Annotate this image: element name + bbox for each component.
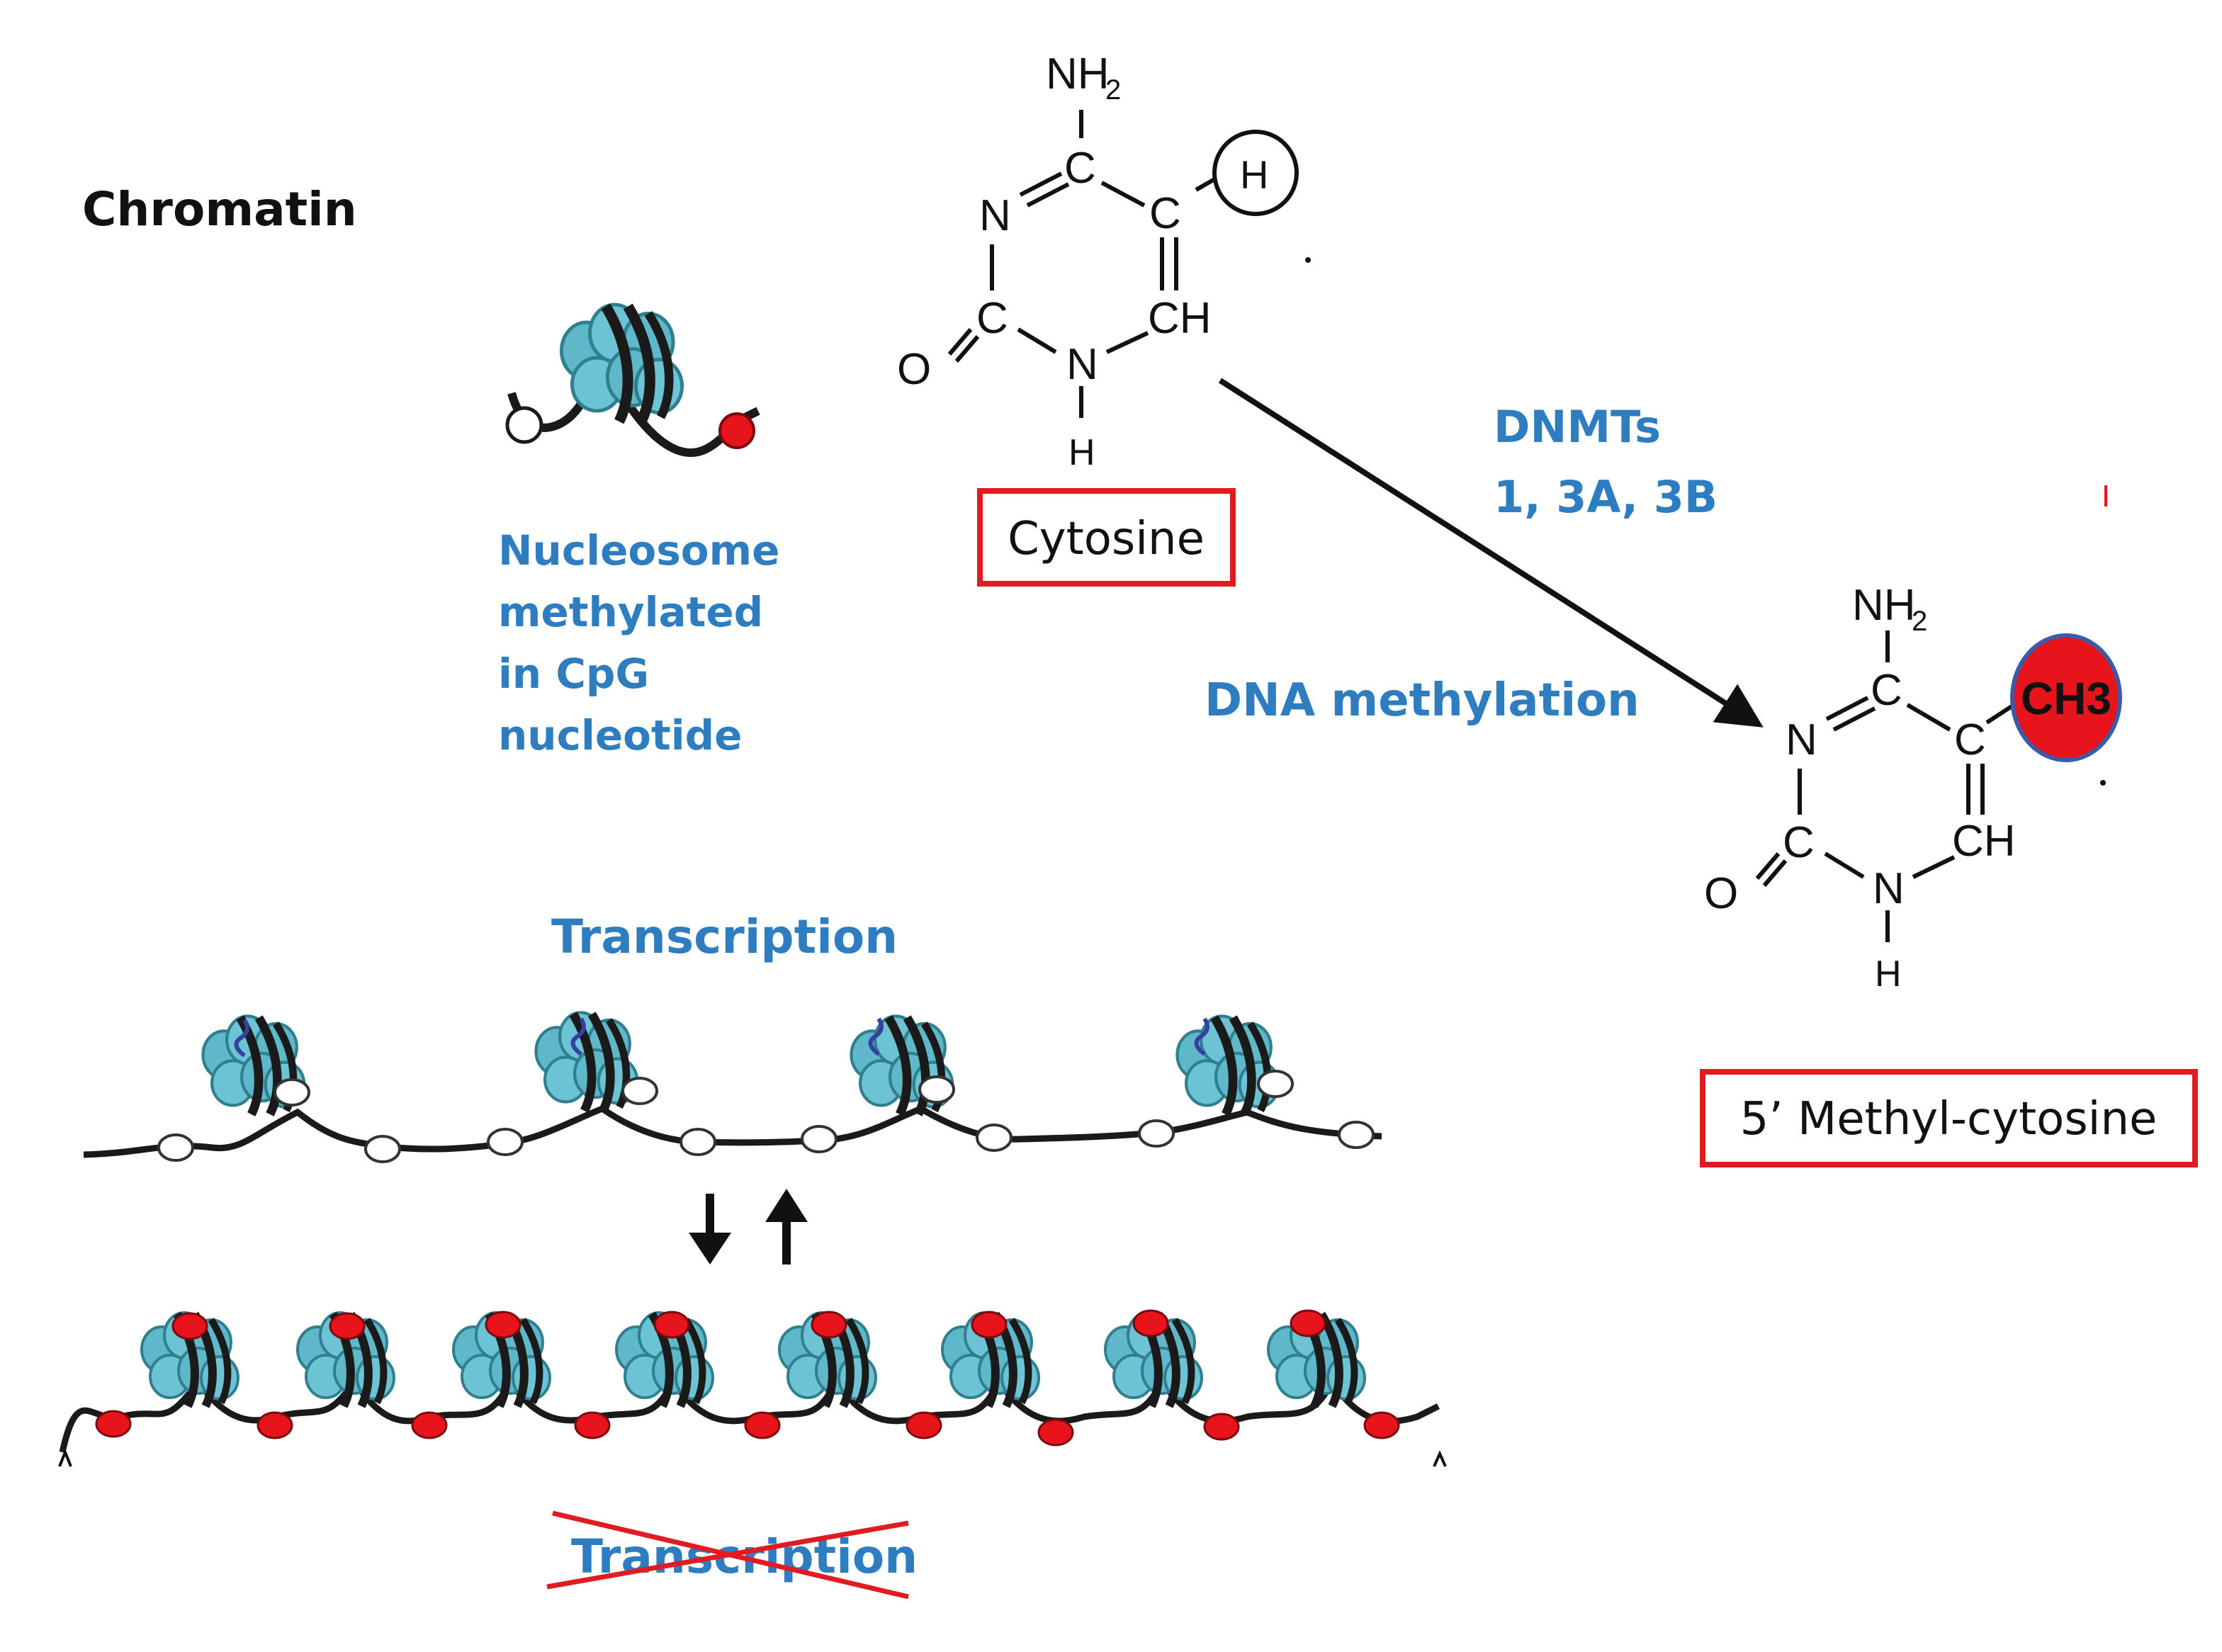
methylcytosine-label-box: 5’ Methyl-cytosine [1700, 1069, 2198, 1167]
histone-top-4 [1178, 1016, 1279, 1114]
stray-dot [1305, 257, 1311, 263]
svg-text:C: C [1783, 818, 1815, 867]
svg-text:C: C [976, 294, 1008, 343]
svg-text:NH: NH [1852, 581, 1916, 630]
stray-red-mark [2104, 485, 2107, 507]
unmethylated-cpg-dots [157, 1070, 1375, 1163]
svg-text:N: N [1066, 340, 1098, 389]
methylated-chromatin-strand [58, 1309, 1447, 1467]
cross-out-line-2 [552, 1510, 909, 1600]
enzyme-isoforms-label: 1, 3A, 3B [1494, 471, 1718, 523]
nucleosome-label-line-1: Nucleosome [498, 526, 779, 575]
enzyme-label: DNMTs [1494, 401, 1661, 453]
svg-text:H: H [1068, 432, 1095, 473]
svg-text:O: O [897, 345, 931, 394]
unmethylated-cpg-marker [505, 406, 543, 444]
nucleosome-label: Nucleosome methylated in CpG nucleotide [498, 526, 779, 759]
transcription-blocked: Transcription [546, 1510, 918, 1600]
methylation-arrow [1218, 378, 1764, 728]
svg-text:2: 2 [1912, 606, 1927, 637]
unmethylated-chromatin-strand [83, 1012, 1382, 1163]
unmethylated-dna-backbone [83, 1104, 1382, 1158]
svg-text:H: H [1875, 954, 1902, 995]
cytosine-label: Cytosine [1008, 513, 1205, 565]
svg-text:C: C [1149, 189, 1181, 238]
nucleosome-label-line-4: nucleotide [498, 711, 743, 759]
methylated-cpg-dots [95, 1309, 1400, 1447]
svg-text:H: H [1240, 152, 1268, 197]
methylcytosine-structure [1755, 630, 2021, 942]
methyl-group-highlight: CH3 [2010, 633, 2122, 762]
cytosine-label-box: Cytosine [977, 488, 1236, 587]
svg-text:O: O [1704, 869, 1738, 918]
cytosine-atoms: NH 2 C C H N C O N H CH [897, 50, 1268, 473]
svg-text:CH: CH [1952, 817, 2016, 866]
histone-top-2 [536, 1012, 638, 1111]
stray-dot-2 [2100, 780, 2106, 786]
svg-text:2: 2 [1105, 74, 1121, 106]
svg-text:CH: CH [1148, 294, 1212, 343]
nucleosome-label-line-3: in CpG [498, 650, 649, 698]
svg-text:N: N [1873, 864, 1905, 913]
methyl-group-label: CH3 [2021, 673, 2111, 724]
nucleosome-histone-core [562, 305, 682, 422]
cytosine-structure [947, 110, 1299, 418]
svg-text:N: N [979, 191, 1011, 240]
strand-end-ticks [58, 1448, 1447, 1467]
title-chromatin: Chromatin [82, 182, 357, 237]
methylcytosine-label: 5’ Methyl-cytosine [1740, 1093, 2158, 1145]
hydrogen-highlight-circle [1212, 130, 1299, 216]
svg-text:C: C [1954, 715, 1986, 764]
nucleosome-label-line-2: methylated [498, 588, 763, 636]
dna-methylation-label: DNA methylation [1205, 674, 1640, 727]
single-nucleosome [505, 305, 760, 457]
reversible-arrows [689, 1189, 808, 1265]
svg-text:N: N [1786, 715, 1817, 764]
methylcytosine-atoms: NH 2 C C N C O N H CH [1704, 581, 2016, 995]
histone-tail-marks [234, 1017, 1209, 1058]
svg-text:C: C [1871, 666, 1902, 715]
methylated-cpg-marker [718, 412, 755, 449]
svg-text:C: C [1064, 144, 1096, 193]
transcription-active-label: Transcription [551, 910, 898, 964]
svg-text:NH: NH [1046, 50, 1110, 98]
